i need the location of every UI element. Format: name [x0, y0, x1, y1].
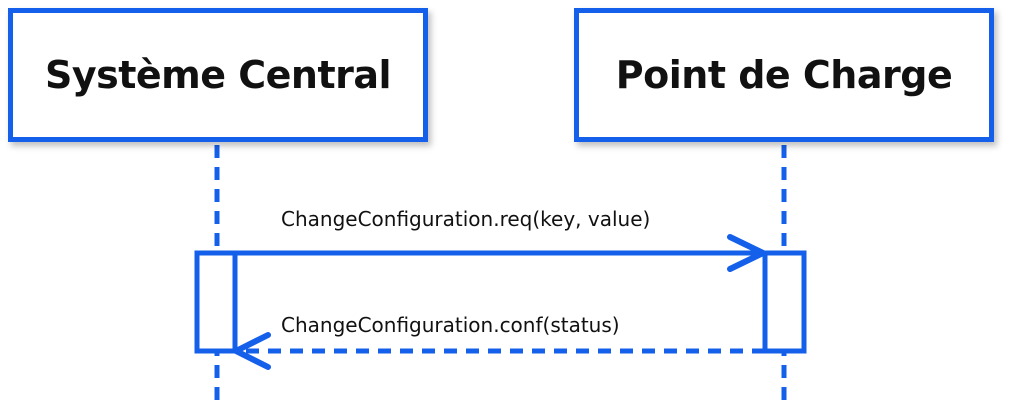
participant-charge-point: Point de Charge — [574, 8, 994, 142]
response-message-label: ChangeConfiguration.conf(status) — [281, 313, 620, 337]
request-message-label: ChangeConfiguration.req(key, value) — [281, 207, 651, 231]
activation-central — [194, 250, 238, 354]
participant-central-system: Système Central — [8, 8, 428, 142]
activation-charge-point — [762, 250, 807, 354]
request-arrowhead — [727, 234, 766, 272]
response-arrowhead — [233, 332, 271, 370]
